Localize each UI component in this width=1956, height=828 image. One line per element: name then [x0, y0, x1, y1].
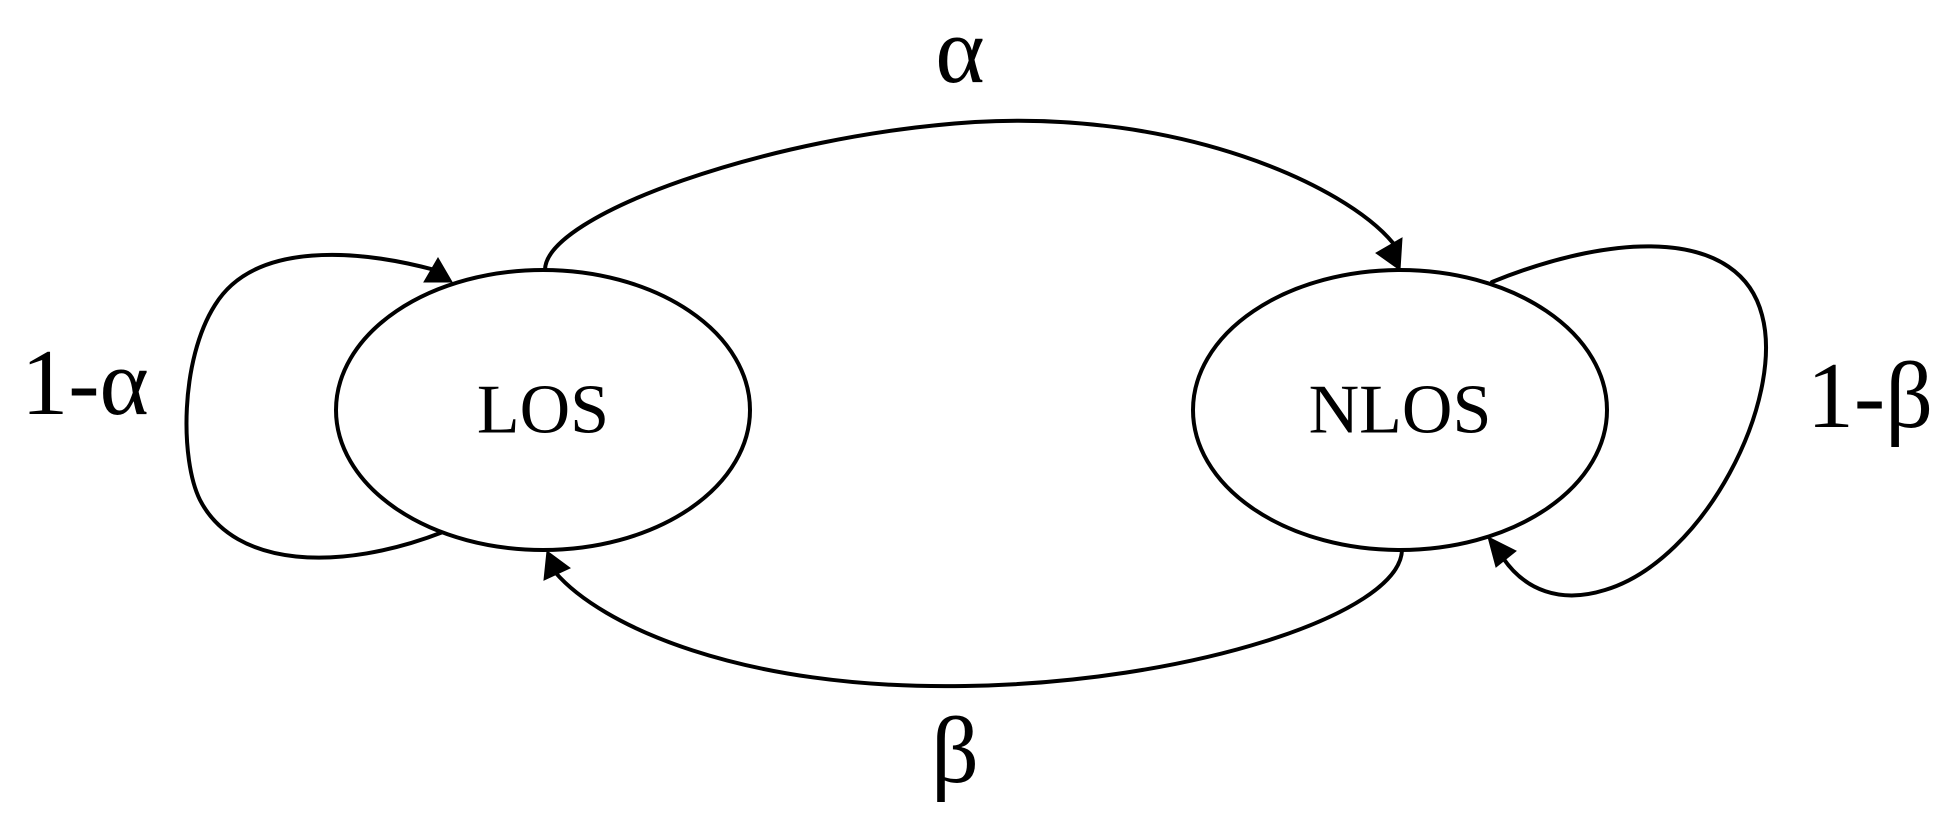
state-los-label: LOS — [477, 372, 609, 449]
state-los: LOS — [334, 268, 752, 552]
arrowhead-los-to-nlos — [1375, 237, 1403, 271]
edge-los-self-loop — [184, 252, 453, 560]
edge-label-one-minus-alpha: 1-α — [21, 331, 149, 435]
state-nlos: NLOS — [1191, 268, 1609, 552]
edge-label-beta: β — [931, 699, 979, 803]
edge-label-alpha: α — [935, 0, 984, 103]
arrowhead-los-self-loop — [423, 257, 453, 283]
edge-nlos-self-loop — [1487, 244, 1768, 598]
edge-label-one-minus-beta: 1-β — [1807, 344, 1933, 448]
edge-nlos-to-los — [543, 548, 1404, 689]
arrowhead-nlos-self-loop — [1487, 536, 1517, 568]
edge-los-to-nlos — [543, 118, 1403, 272]
state-nlos-label: NLOS — [1309, 372, 1492, 449]
arrowhead-nlos-to-los — [543, 550, 571, 581]
